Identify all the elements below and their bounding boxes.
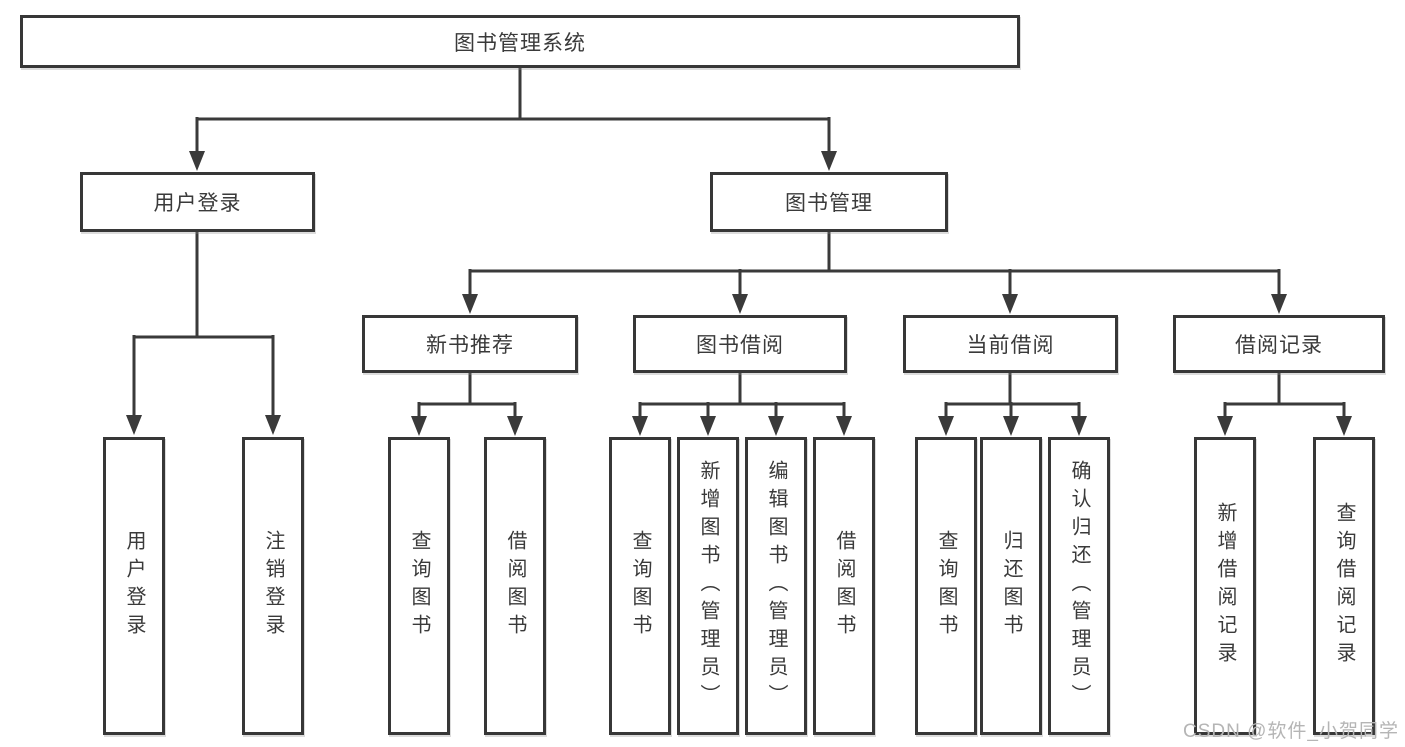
node-leaf-borrow-books-recommend: 借阅图书 [484,437,546,735]
csdn-watermark: CSDN @软件_小贺同学 [1183,721,1399,742]
node-leaf-logout: 注销登录 [242,437,304,735]
node-leaf-query-books-current: 查询图书 [915,437,977,735]
node-book-management: 图书管理 [710,172,948,232]
node-leaf-user-login: 用户登录 [103,437,165,735]
node-user-login: 用户登录 [80,172,315,232]
node-leaf-confirm-return-admin: 确认归还（管理员） [1048,437,1110,735]
node-leaf-query-books-recommend: 查询图书 [388,437,450,735]
node-leaf-edit-books-admin: 编辑图书（管理员） [745,437,807,735]
node-leaf-return-books: 归还图书 [980,437,1042,735]
node-leaf-borrow-books-borrowing: 借阅图书 [813,437,875,735]
node-new-book-recommend: 新书推荐 [362,315,578,373]
node-current-borrowing: 当前借阅 [903,315,1118,373]
node-leaf-query-borrow-record: 查询借阅记录 [1313,437,1375,735]
node-book-borrowing: 图书借阅 [633,315,847,373]
node-leaf-add-books-admin: 新增图书（管理员） [677,437,739,735]
node-leaf-query-books-borrowing: 查询图书 [609,437,671,735]
node-leaf-add-borrow-record: 新增借阅记录 [1194,437,1256,735]
node-library-management-system: 图书管理系统 [20,15,1020,68]
node-borrowing-records: 借阅记录 [1173,315,1385,373]
